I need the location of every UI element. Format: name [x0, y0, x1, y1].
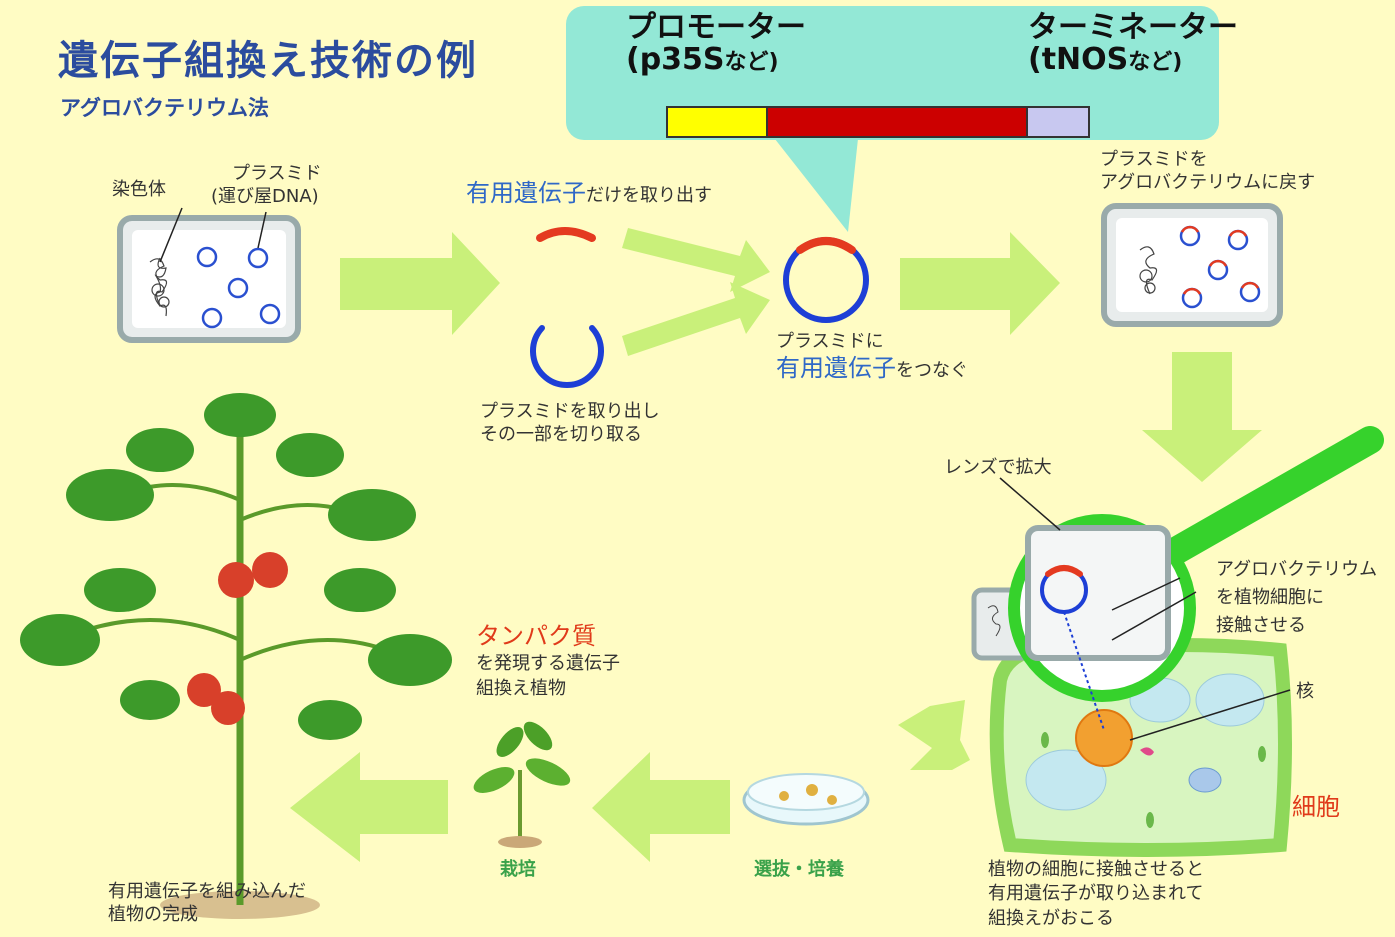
- arrow-dish-to-seedling: [592, 752, 730, 862]
- callout-pointer: [760, 120, 860, 232]
- contact-label: アグロバクテリウム を植物細胞に 接触させる: [1216, 559, 1378, 636]
- magnifier-icon: [1008, 426, 1384, 731]
- petri-dish-icon: [742, 773, 870, 826]
- arrow-step1: [340, 232, 500, 335]
- terminator-title: ターミネーター: [1028, 10, 1238, 45]
- arrow-cell-to-dish: [898, 700, 970, 770]
- recombinant-plasmid-icon: [783, 237, 869, 323]
- arrow-step3: [900, 232, 1060, 335]
- nucleus-label: 核: [1296, 681, 1314, 702]
- promoter-segment: [668, 108, 768, 136]
- arrow-seedling-to-plant: [290, 752, 448, 862]
- cut-plasmid-icon: [530, 325, 604, 388]
- plasmid-label: プラスミド (運び屋DNA): [210, 163, 322, 208]
- arrow-down: [1142, 352, 1262, 482]
- cell-label: 細胞: [1292, 793, 1340, 821]
- process-arrows: [290, 228, 1262, 862]
- chromosome-label: 染色体: [112, 179, 166, 200]
- extract-plasmid-label: プラスミドを取り出し その一部を切り取る: [480, 401, 660, 446]
- complete-label: 有用遺伝子を組み込んだ 植物の完成: [108, 881, 306, 926]
- cultivation-label: 栽培: [500, 859, 536, 880]
- terminator-example: (tNOSなど): [1028, 41, 1183, 77]
- page-subtitle: アグロバクテリウム法: [60, 96, 269, 120]
- connect-label: プラスミドに 有用遺伝子をつなぐ: [776, 331, 968, 383]
- protein-label: タンパク質: [476, 622, 596, 650]
- terminator-segment: [1028, 108, 1088, 136]
- arrow-gene-to-plasmid: [622, 228, 770, 292]
- bacterium-initial: [117, 207, 301, 343]
- promoter-example: (p35Sなど): [626, 41, 779, 77]
- chromosome-icon: [149, 257, 170, 317]
- return-plasmid-label: プラスミドを アグロバクテリウムに戻す: [1100, 149, 1316, 194]
- arrow-plasmid-to-plasmid: [622, 282, 770, 356]
- gm-plant-label: タンパク質 を発現する遺伝子 組換え植物: [476, 622, 620, 699]
- bacterium-returned: [1101, 203, 1283, 327]
- extract-gene-label: 有用遺伝子だけを取り出す: [466, 179, 712, 207]
- gene-segment: [768, 108, 1028, 136]
- lens-label: レンズで拡大: [944, 457, 1052, 478]
- incorporate-label: 植物の細胞に接触させると 有用遺伝子が取り込まれて 組換えがおこる: [988, 859, 1204, 929]
- page-title: 遺伝子組換え技術の例: [58, 37, 478, 84]
- promoter-title: プロモーター: [626, 10, 806, 45]
- gene-construct-callout: プロモーター (p35Sなど) ターミネーター (tNOSなど): [566, 6, 1238, 140]
- promoter-label: プロモーター (p35Sなど): [626, 12, 806, 75]
- selection-label: 選抜・培養: [754, 859, 844, 880]
- plasmid-circles: [196, 246, 281, 329]
- tomato-plant-icon: [20, 393, 452, 919]
- terminator-label: ターミネーター (tNOSなど): [1028, 12, 1238, 75]
- gene-fragment-icon: [536, 227, 596, 242]
- seedling-icon: [473, 721, 571, 848]
- plant-cell: [989, 638, 1292, 857]
- nucleus-icon: [1075, 709, 1133, 767]
- gene-construct-bar: [666, 106, 1090, 138]
